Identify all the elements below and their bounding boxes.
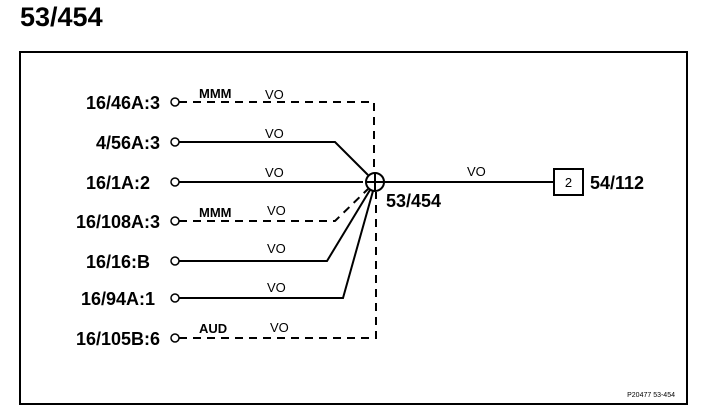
input-row: 16/108A:3 MMM VO [76,188,369,232]
input-row: 16/1A:2 VO [86,165,363,193]
input-signal: VO [265,126,284,141]
input-signal: VO [265,165,284,180]
input-signal: VO [267,203,286,218]
input-label: 16/108A:3 [76,212,160,232]
input-line [179,141,369,176]
output-label: 54/112 [590,173,644,193]
input-tag: MMM [199,86,232,101]
node-label: 53/454 [386,191,441,211]
input-terminal [170,333,180,343]
input-label: 4/56A:3 [96,133,160,153]
figure-reference: P20477 53-454 [627,392,675,399]
input-row: 4/56A:3 VO [96,126,369,176]
input-label: 16/46A:3 [86,93,160,113]
input-terminal [170,293,180,303]
diagram-frame [19,51,688,405]
input-label: 16/94A:1 [81,289,155,309]
input-tag: AUD [199,321,227,336]
input-terminal [170,137,180,147]
input-terminal [170,177,180,187]
input-row: 16/94A:1 VO [81,190,374,309]
input-signal: VO [267,280,286,295]
input-terminal [170,97,180,107]
input-label: 16/105B:6 [76,329,160,349]
output-box-number: 2 [565,175,572,190]
input-signal: VO [270,320,289,335]
input-signal: VO [265,87,284,102]
input-label: 16/16:B [86,252,150,272]
input-row: 16/16:B VO [86,189,371,272]
input-line [179,190,374,299]
input-signal: VO [267,241,286,256]
input-line [179,189,371,262]
input-line [179,101,375,175]
input-line [179,188,369,222]
input-terminal [170,216,180,226]
input-terminal [170,256,180,266]
input-line [179,192,377,339]
output-signal: VO [467,164,486,179]
input-tag: MMM [199,205,232,220]
page-title: 53/454 [20,2,103,32]
summing-node: 53/454 [365,172,441,211]
output: VO 2 54/112 [384,164,644,196]
input-row: 16/46A:3 MMM VO [86,86,375,175]
input-label: 16/1A:2 [86,173,150,193]
input-row: 16/105B:6 AUD VO [76,192,377,349]
output-box [553,168,584,196]
